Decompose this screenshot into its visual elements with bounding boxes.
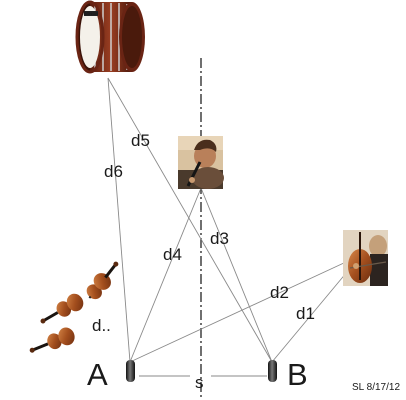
- line-d5: [107, 77, 273, 363]
- violins-image: [29, 261, 119, 353]
- label-d1: d1: [296, 304, 315, 323]
- bass-drum-image: SONOR: [75, 0, 145, 74]
- violin-upper: [86, 261, 119, 300]
- clarinetist-image: [178, 136, 224, 189]
- microphone-b-icon: [268, 360, 277, 382]
- line-d1: [271, 265, 353, 363]
- label-d-more: d..: [92, 316, 111, 335]
- signature-date: SL 8/17/12: [352, 382, 400, 393]
- label-d2: d2: [270, 283, 289, 302]
- distance-lines: [107, 77, 353, 377]
- label-spacing: s: [195, 373, 204, 392]
- label-d5: d5: [131, 131, 150, 150]
- label-mic-b: B: [287, 357, 308, 392]
- line-d2: [129, 261, 347, 363]
- violin-middle: [40, 293, 84, 324]
- line-d6: [107, 77, 131, 363]
- label-d4: d4: [163, 245, 182, 264]
- drum-brand-text: SONOR: [84, 11, 99, 16]
- line-d3: [200, 187, 273, 363]
- label-mic-a: A: [87, 357, 108, 392]
- label-d3: d3: [210, 229, 229, 248]
- violin-lower: [29, 327, 75, 353]
- microphone-a-icon: [126, 360, 135, 382]
- line-d4: [129, 187, 202, 363]
- label-d6: d6: [104, 162, 123, 181]
- cellist-image: [343, 230, 388, 286]
